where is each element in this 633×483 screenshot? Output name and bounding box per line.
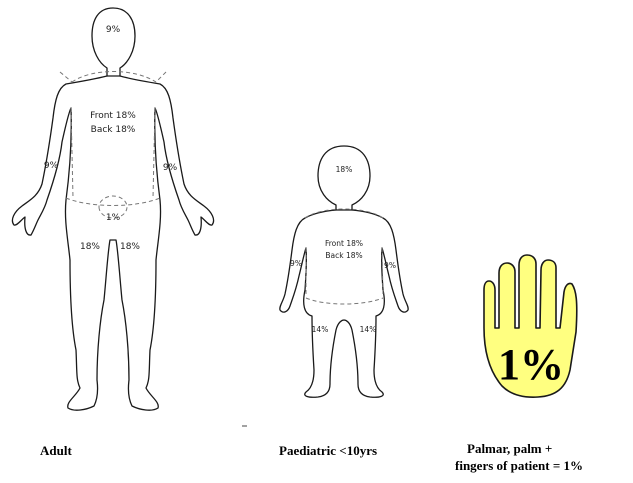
adult-torso-back-label: Back 18% xyxy=(91,125,136,135)
adult-shoulder-dash-left xyxy=(60,72,72,82)
palmar-caption-line1: Palmar, palm + xyxy=(455,440,583,457)
adult-caption: Adult xyxy=(40,443,72,459)
paediatric-left-leg-label: 14% xyxy=(312,325,329,334)
adult-waist-dash xyxy=(66,198,160,206)
palmar-caption-line2: fingers of patient = 1% xyxy=(455,457,583,474)
adult-torso-front-label: Front 18% xyxy=(90,111,136,121)
adult-right-arm-label: 9% xyxy=(163,163,178,173)
paediatric-head-label: 18% xyxy=(336,165,353,174)
paediatric-torso-back-label: Back 18% xyxy=(325,251,362,260)
adult-head-label: 9% xyxy=(106,25,121,35)
paediatric-caption: Paediatric <10yrs xyxy=(279,443,377,459)
adult-genital-label: 1% xyxy=(106,213,121,223)
paediatric-left-arm-label: 9% xyxy=(290,259,302,268)
adult-head-outline xyxy=(92,8,135,76)
adult-right-leg-label: 18% xyxy=(120,242,140,252)
paediatric-right-leg-label: 14% xyxy=(360,325,377,334)
adult-left-arm-label: 9% xyxy=(44,161,59,171)
paediatric-torso-front-label: Front 18% xyxy=(325,239,363,248)
adult-figure: 9% Front 18% Back 18% 9% 9% 1% 18% 18% xyxy=(12,8,213,410)
paediatric-waist-dash xyxy=(306,298,383,304)
palmar-hand-figure: 1% xyxy=(484,255,577,397)
paediatric-figure: 18% Front 18% Back 18% 9% 9% 14% 14% xyxy=(280,146,408,397)
palmar-hand-label: 1% xyxy=(498,340,564,389)
palmar-caption: Palmar, palm + fingers of patient = 1% xyxy=(455,440,583,474)
adult-left-leg-label: 18% xyxy=(80,242,100,252)
paediatric-head-outline xyxy=(318,146,370,210)
adult-shoulder-dash-right xyxy=(156,72,166,82)
paediatric-right-arm-label: 9% xyxy=(384,261,396,270)
